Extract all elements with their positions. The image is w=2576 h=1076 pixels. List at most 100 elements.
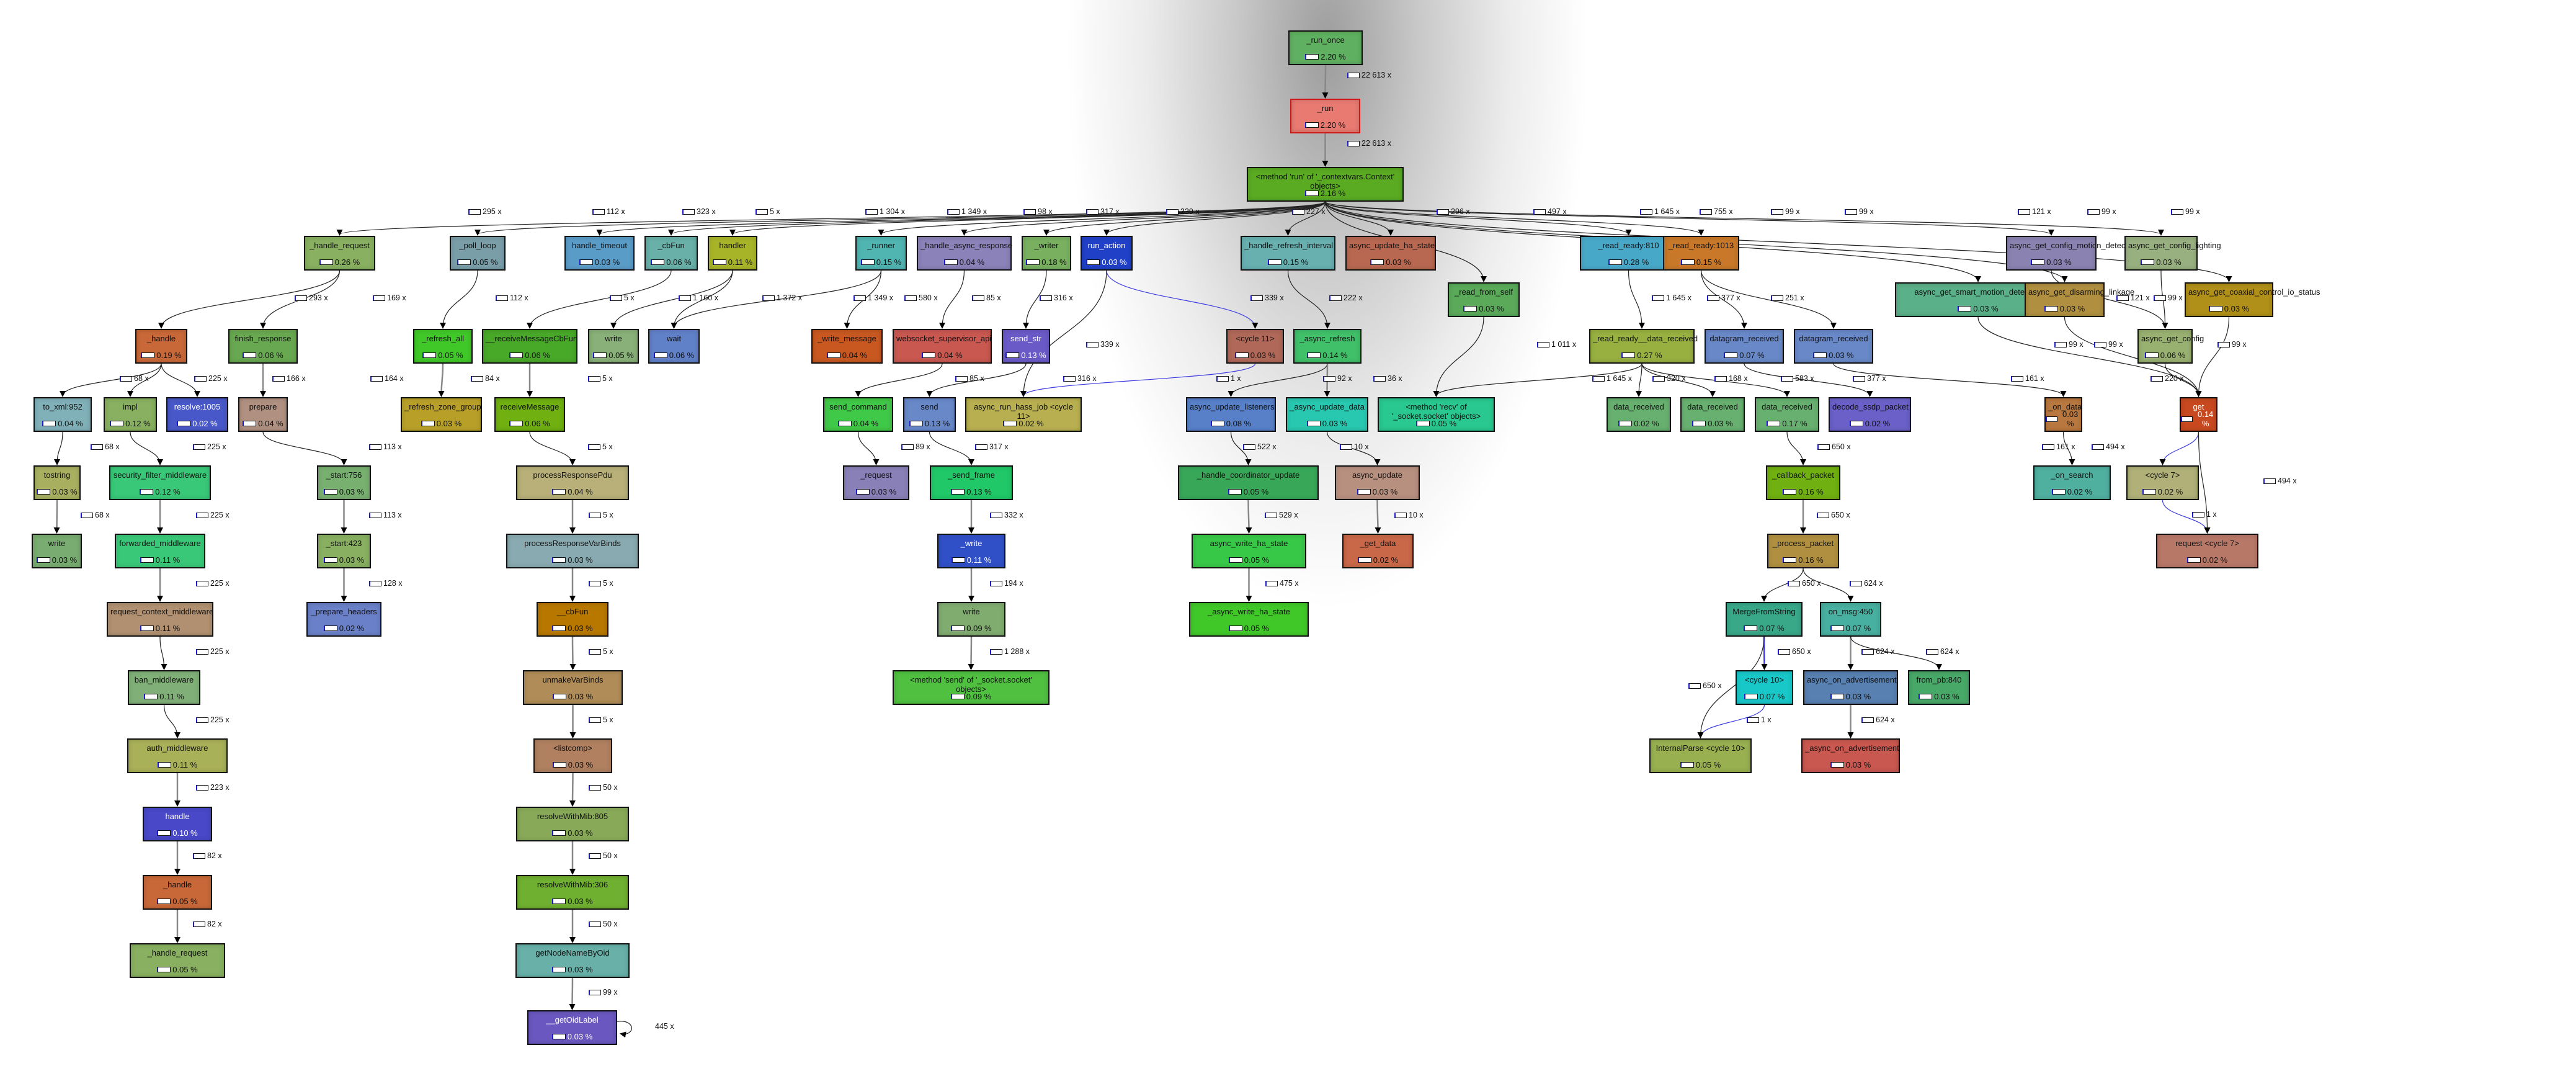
graph-node-write-message[interactable]: _write_message 0.04 % bbox=[811, 329, 883, 364]
graph-node-refresh-zone-group[interactable]: _refresh_zone_group 0.03 % bbox=[401, 397, 482, 432]
graph-node-async-update-data[interactable]: _async_update_data 0.03 % bbox=[1286, 397, 1368, 432]
graph-node-poll-loop[interactable]: _poll_loop 0.05 % bbox=[450, 236, 506, 271]
graph-node-data-received3[interactable]: data_received 0.17 % bbox=[1755, 397, 1819, 432]
graph-node-get[interactable]: get 0.14 % bbox=[2180, 397, 2217, 432]
graph-node-auth-middleware[interactable]: auth_middleware 0.11 % bbox=[127, 738, 228, 773]
graph-node-to-xml[interactable]: to_xml:952 0.04 % bbox=[33, 397, 92, 432]
graph-node-handler[interactable]: handler 0.11 % bbox=[708, 236, 757, 271]
graph-node-resolvewithmib306[interactable]: resolveWithMib:306 0.03 % bbox=[516, 875, 629, 910]
graph-node-writer[interactable]: _writer 0.18 % bbox=[1022, 236, 1071, 271]
graph-node-handle-request2[interactable]: _handle_request 0.05 % bbox=[130, 943, 225, 978]
graph-node-listcomp[interactable]: <listcomp> 0.03 % bbox=[533, 738, 612, 773]
graph-node-cbfun1[interactable]: _cbFun 0.06 % bbox=[644, 236, 698, 271]
graph-node-async-get-coaxial-control-io-status[interactable]: async_get_coaxial_control_io_status 0.03… bbox=[2185, 282, 2320, 317]
graph-node-resolvewithmib805[interactable]: resolveWithMib:805 0.03 % bbox=[516, 807, 629, 841]
graph-node-data-received2[interactable]: data_received 0.03 % bbox=[1680, 397, 1745, 432]
graph-node-cycle7[interactable]: <cycle 7> 0.02 % bbox=[2126, 465, 2199, 500]
graph-node-async-on-advertisement[interactable]: async_on_advertisement 0.03 % bbox=[1803, 670, 1898, 705]
graph-node-write-blue[interactable]: _write 0.11 % bbox=[937, 534, 1005, 568]
graph-node-mergefromstring[interactable]: MergeFromString 0.07 % bbox=[1726, 602, 1803, 637]
graph-node-callback-packet[interactable]: _callback_packet 0.16 % bbox=[1766, 465, 1840, 500]
graph-node-resolve1005[interactable]: resolve:1005 0.02 % bbox=[166, 397, 228, 432]
graph-node-async-update-listeners[interactable]: async_update_listeners 0.08 % bbox=[1186, 397, 1276, 432]
graph-node-wait[interactable]: wait 0.06 % bbox=[648, 329, 700, 364]
graph-node-cbfun2[interactable]: __cbFun 0.03 % bbox=[537, 602, 608, 637]
graph-node-refresh-all[interactable]: _refresh_all 0.05 % bbox=[413, 329, 473, 364]
graph-node-handle-timeout[interactable]: handle_timeout 0.03 % bbox=[564, 236, 635, 271]
graph-node-getnodenamebyoid[interactable]: getNodeNameByOid 0.03 % bbox=[515, 943, 630, 978]
graph-node-run-once[interactable]: _run_once 2.20 % bbox=[1288, 30, 1363, 65]
graph-node-read-ready-data-received[interactable]: _read_ready__data_received 0.27 % bbox=[1589, 329, 1698, 364]
graph-node-datagram-received2[interactable]: datagram_received 0.03 % bbox=[1794, 329, 1873, 364]
graph-node-handle[interactable]: _handle 0.19 % bbox=[135, 329, 187, 364]
graph-node-ban-middleware[interactable]: ban_middleware 0.11 % bbox=[128, 670, 200, 705]
graph-node-datagram-received1[interactable]: datagram_received 0.07 % bbox=[1705, 329, 1784, 364]
graph-node-cycle10[interactable]: <cycle 10> 0.07 % bbox=[1736, 670, 1793, 705]
graph-node-handle-coordinator-update[interactable]: _handle_coordinator_update 0.05 % bbox=[1178, 465, 1319, 500]
graph-node-cycle11[interactable]: <cycle 11> 0.03 % bbox=[1226, 329, 1284, 364]
graph-node-internalparse[interactable]: InternalParse <cycle 10> 0.05 % bbox=[1649, 738, 1752, 773]
graph-node-read-from-self[interactable]: _read_from_self 0.03 % bbox=[1448, 282, 1520, 317]
graph-node-ctx-run[interactable]: <method 'run' of '_contextvars.Context' … bbox=[1247, 167, 1404, 202]
call-edge bbox=[668, 201, 1326, 236]
graph-node-async-write-ha-state2[interactable]: _async_write_ha_state 0.05 % bbox=[1189, 602, 1309, 637]
graph-node-security-filter-middleware[interactable]: security_filter_middleware 0.12 % bbox=[109, 465, 211, 500]
graph-node-receivemessagecbfun[interactable]: __receiveMessageCbFun 0.06 % bbox=[482, 329, 577, 364]
graph-node-request1[interactable]: _request 0.03 % bbox=[843, 465, 909, 500]
graph-node-async-write-ha-state[interactable]: async_write_ha_state 0.05 % bbox=[1192, 534, 1306, 568]
graph-node-get-data[interactable]: _get_data 0.02 % bbox=[1342, 534, 1414, 568]
graph-node-start756[interactable]: _start:756 0.03 % bbox=[317, 465, 371, 500]
graph-node-tostring[interactable]: tostring 0.03 % bbox=[33, 465, 81, 500]
graph-node-decode-ssdp-packet[interactable]: decode_ssdp_packet 0.02 % bbox=[1829, 397, 1911, 432]
graph-node-unmakevarbinds[interactable]: unmakeVarBinds 0.03 % bbox=[523, 670, 623, 705]
graph-node-async-get-config-motion-detection[interactable]: async_get_config_motion_detection 0.03 % bbox=[2006, 236, 2138, 271]
graph-node-websocket-supervisor-api[interactable]: websocket_supervisor_api 0.04 % bbox=[893, 329, 992, 364]
graph-node-process-packet[interactable]: _process_packet 0.16 % bbox=[1767, 534, 1839, 568]
graph-node-from-pb840[interactable]: from_pb:840 0.03 % bbox=[1908, 670, 1970, 705]
graph-node-on-data[interactable]: _on_data 0.03 % bbox=[2044, 397, 2082, 432]
graph-node-prepare[interactable]: prepare 0.04 % bbox=[238, 397, 288, 432]
graph-node-run[interactable]: _run 2.20 % bbox=[1290, 99, 1360, 133]
graph-node-async-run-hass-job[interactable]: async_run_hass_job <cycle 11> 0.02 % bbox=[965, 397, 1082, 432]
graph-node-handle-async-response[interactable]: _handle_async_response 0.04 % bbox=[917, 236, 1012, 271]
graph-node-recv[interactable]: <method 'recv' of '_socket.socket' objec… bbox=[1378, 397, 1495, 432]
graph-node-send-socket[interactable]: <method 'send' of '_socket.socket' objec… bbox=[893, 670, 1050, 705]
graph-node-handle-request[interactable]: _handle_request 0.26 % bbox=[304, 236, 375, 271]
graph-node-on-msg450[interactable]: on_msg:450 0.07 % bbox=[1820, 602, 1881, 637]
graph-node-request-cycle7[interactable]: request <cycle 7> 0.02 % bbox=[2156, 534, 2258, 568]
graph-node-handle2[interactable]: handle 0.10 % bbox=[143, 807, 212, 841]
graph-node-receivemessage[interactable]: receiveMessage 0.06 % bbox=[494, 397, 565, 432]
graph-node-processresponsevarbinds[interactable]: processResponseVarBinds 0.03 % bbox=[506, 534, 639, 568]
graph-node-processresponsepdu[interactable]: processResponsePdu 0.04 % bbox=[516, 465, 629, 500]
graph-node-on-search[interactable]: _on_search 0.02 % bbox=[2033, 465, 2111, 500]
graph-node-async-update[interactable]: async_update 0.03 % bbox=[1335, 465, 1420, 500]
graph-node-getoidlabel[interactable]: __getOidLabel 0.03 % bbox=[527, 1010, 617, 1045]
graph-node-async-refresh[interactable]: _async_refresh 0.14 % bbox=[1293, 329, 1362, 364]
graph-node-forwarded-middleware[interactable]: forwarded_middleware 0.11 % bbox=[115, 534, 205, 568]
graph-node-start423[interactable]: _start:423 0.03 % bbox=[317, 534, 371, 568]
graph-node-write1[interactable]: write 0.05 % bbox=[588, 329, 639, 364]
graph-node-send-command[interactable]: send_command 0.04 % bbox=[823, 397, 893, 432]
graph-node-write3[interactable]: write 0.09 % bbox=[937, 602, 1005, 637]
graph-node-handle3[interactable]: _handle 0.05 % bbox=[143, 875, 212, 910]
graph-node-request-context-middleware[interactable]: request_context_middleware 0.11 % bbox=[107, 602, 213, 637]
graph-node-send-frame[interactable]: _send_frame 0.13 % bbox=[930, 465, 1013, 500]
graph-node-run-action[interactable]: run_action 0.03 % bbox=[1081, 236, 1133, 271]
graph-node-send[interactable]: send 0.13 % bbox=[903, 397, 956, 432]
graph-node-impl[interactable]: impl 0.12 % bbox=[104, 397, 157, 432]
graph-node-async-on-advertisement2[interactable]: _async_on_advertisement 0.03 % bbox=[1801, 738, 1900, 773]
graph-node-async-get-config-lighting[interactable]: async_get_config_lighting 0.03 % bbox=[2124, 236, 2221, 271]
graph-node-runner[interactable]: _runner 0.15 % bbox=[855, 236, 907, 271]
graph-node-read-ready-1013[interactable]: _read_ready:1013 0.15 % bbox=[1663, 236, 1739, 271]
graph-node-handle-refresh-interval[interactable]: _handle_refresh_interval 0.15 % bbox=[1241, 236, 1335, 271]
graph-node-data-received1[interactable]: data_received 0.02 % bbox=[1607, 397, 1671, 432]
graph-node-async-get-disarming-linkage[interactable]: async_get_disarming_linkage 0.03 % bbox=[2025, 282, 2134, 317]
graph-node-finish-response[interactable]: finish_response 0.06 % bbox=[228, 329, 298, 364]
graph-node-async-update-ha-state[interactable]: async_update_ha_state 0.03 % bbox=[1345, 236, 1436, 271]
graph-node-read-ready-810[interactable]: _read_ready:810 0.28 % bbox=[1580, 236, 1677, 271]
graph-node-async-get-config[interactable]: async_get_config 0.06 % bbox=[2137, 329, 2204, 364]
graph-node-prepare-headers[interactable]: _prepare_headers 0.02 % bbox=[306, 602, 381, 637]
graph-node-send-str[interactable]: send_str 0.13 % bbox=[1002, 329, 1050, 364]
graph-node-write2[interactable]: write 0.03 % bbox=[32, 534, 82, 568]
